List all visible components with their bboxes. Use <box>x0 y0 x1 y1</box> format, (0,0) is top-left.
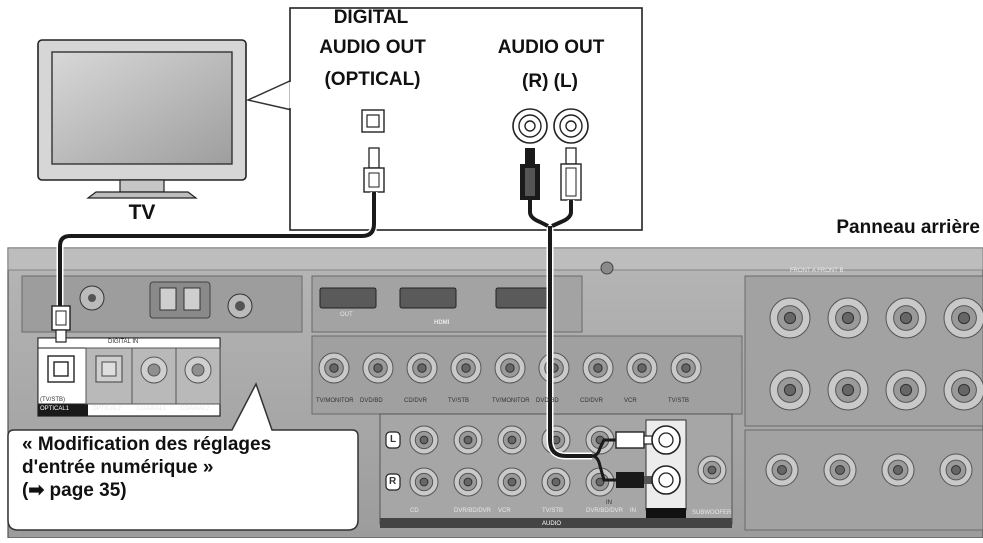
digital-audio-out-line1: DIGITAL <box>333 7 409 28</box>
optical1-sub-label: (TV/STB) <box>40 397 65 403</box>
composite-jack <box>318 352 350 384</box>
jack-l-label: L <box>390 434 397 445</box>
composite-jack <box>626 352 658 384</box>
jack-r-label: R <box>389 476 397 487</box>
optical-plug-top <box>363 147 385 193</box>
speaker-terminal-block <box>769 297 983 411</box>
composite-jack <box>538 352 570 384</box>
tv-illustration <box>37 39 247 199</box>
front-ab-label: FRONT A FRONT B <box>790 268 844 274</box>
audio-jack-block <box>409 425 727 497</box>
composite-row-label: DVD/BD <box>536 398 559 404</box>
audio-out-line2: (R) (L) <box>522 71 578 92</box>
digital-audio-out-line3: (OPTICAL) <box>324 69 421 90</box>
audio-row-label: TV/STB <box>542 508 564 514</box>
rca-cable-split <box>591 438 616 482</box>
tv-label: TV <box>128 201 156 224</box>
composite-jack <box>362 352 394 384</box>
in-label: IN <box>606 500 612 506</box>
audio-row-label: IN <box>630 508 636 514</box>
rear-panel-label: Panneau arrière <box>836 217 980 238</box>
speaker-terminal <box>827 297 869 339</box>
composite-row-label: CD/DVR <box>580 398 604 404</box>
audio-row-label: DVR/BD/DVR <box>586 508 624 514</box>
audio-jack <box>453 425 483 455</box>
composite-row-label: CD/DVR <box>404 398 428 404</box>
callout-line1: « Modification des réglages <box>22 434 272 455</box>
audio-label: AUDIO <box>542 521 562 527</box>
optical2-label: OPTICAL2 <box>92 406 122 412</box>
speaker-terminal <box>881 453 915 487</box>
optical-plug-bottom <box>51 305 71 343</box>
rca-out-jacks <box>512 108 589 144</box>
hdmi-out-label: OUT <box>340 312 353 318</box>
callout-line2: d'entrée numérique » <box>22 457 214 479</box>
lr-markers <box>385 431 401 491</box>
optical-out-jack <box>361 109 385 133</box>
audio-jack <box>585 467 615 497</box>
in-jacks <box>646 425 686 518</box>
lower-right-jacks <box>765 453 973 487</box>
audio-jack <box>409 425 439 455</box>
speaker-terminal <box>943 297 983 339</box>
audio-jack <box>497 467 527 497</box>
audio-jack <box>453 467 483 497</box>
composite-row-label: TV/MONITOR <box>492 398 530 404</box>
composite-jack <box>670 352 702 384</box>
speaker-terminal <box>885 369 927 411</box>
composite-row-label: DVD/BD <box>360 398 383 404</box>
composite-row-label: TV/MONITOR <box>316 398 354 404</box>
callout-text: « Modification des réglages d'entrée num… <box>22 433 352 503</box>
audio-row-label: CD <box>410 508 419 514</box>
rca-plug-white <box>560 147 582 201</box>
audio-row-label: DVR/BD/DVR <box>454 508 492 514</box>
speaker-terminal <box>885 297 927 339</box>
subwoofer-jack <box>697 455 727 485</box>
rca-plug-in-red <box>616 472 654 488</box>
speaker-terminal <box>943 369 983 411</box>
audio-jack <box>541 467 571 497</box>
speaker-terminal <box>765 453 799 487</box>
speaker-terminal <box>823 453 857 487</box>
composite-row-label: VCR <box>624 398 637 404</box>
composite-jack <box>450 352 482 384</box>
composite-jack <box>494 352 526 384</box>
subwoofer-label: SUBWOOFER <box>692 510 732 516</box>
speaker-terminal <box>769 297 811 339</box>
rca-plug-in-white <box>615 431 655 449</box>
coaxial2-label: COAXIAL2 <box>180 406 210 412</box>
composite-jack <box>406 352 438 384</box>
hdmi-label: HDMI <box>434 320 450 326</box>
digital-audio-out-line2: AUDIO OUT <box>319 37 426 58</box>
audio-out-line1: AUDIO OUT <box>497 37 605 58</box>
callout-bubble <box>7 382 359 531</box>
composite-row-label: TV/STB <box>668 398 690 404</box>
composite-jack-row <box>318 352 702 384</box>
coaxial1-label: COAXIAL1 <box>137 406 167 412</box>
optical1-label: OPTICAL1 <box>40 406 70 412</box>
audio-row-label: VCR <box>498 508 511 514</box>
tv-to-box-pointer <box>245 78 293 111</box>
speaker-terminal <box>827 369 869 411</box>
speaker-terminal <box>939 453 973 487</box>
audio-jack <box>497 425 527 455</box>
composite-jack <box>582 352 614 384</box>
callout-line3: (➡ page 35) <box>22 480 127 502</box>
composite-row-label: TV/STB <box>448 398 470 404</box>
digital-in-label: DIGITAL IN <box>108 339 139 345</box>
speaker-terminal <box>769 369 811 411</box>
audio-jack <box>409 467 439 497</box>
rca-plug-red <box>520 148 540 200</box>
